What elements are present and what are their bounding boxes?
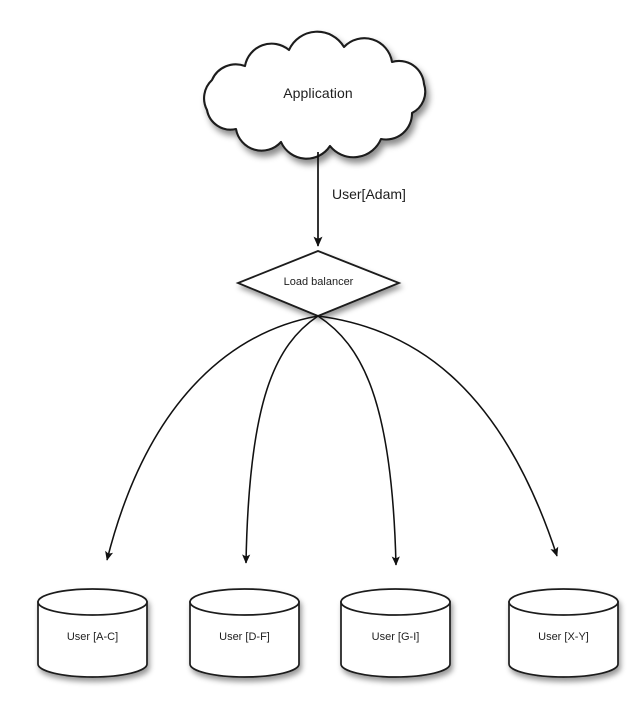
cylinder-top-1 [37,588,148,616]
diamond-shape [235,250,402,317]
diamond-node-load-balancer[interactable] [235,250,402,317]
cylinder-body-4 [508,601,619,678]
cylinder-node-shard-2[interactable] [189,588,300,678]
cylinder-node-shard-1[interactable] [37,588,148,678]
cylinder-body-3 [340,601,451,678]
cylinder-top-3 [340,588,451,616]
cylinder-top-2 [189,588,300,616]
cloud-node-application[interactable] [203,30,427,160]
cylinder-body-2 [189,601,300,678]
cylinder-node-shard-3[interactable] [340,588,451,678]
edge-balancer-to-shard-3 [317,315,400,566]
cylinder-top-4 [508,588,619,616]
edge-balancer-to-shard-2 [242,315,319,564]
cloud-shape [203,30,427,160]
edge-balancer-to-shard-4 [317,315,559,557]
edge-balancer-to-shard-1 [105,315,319,561]
cylinder-node-shard-4[interactable] [508,588,619,678]
cylinder-body-1 [37,601,148,678]
